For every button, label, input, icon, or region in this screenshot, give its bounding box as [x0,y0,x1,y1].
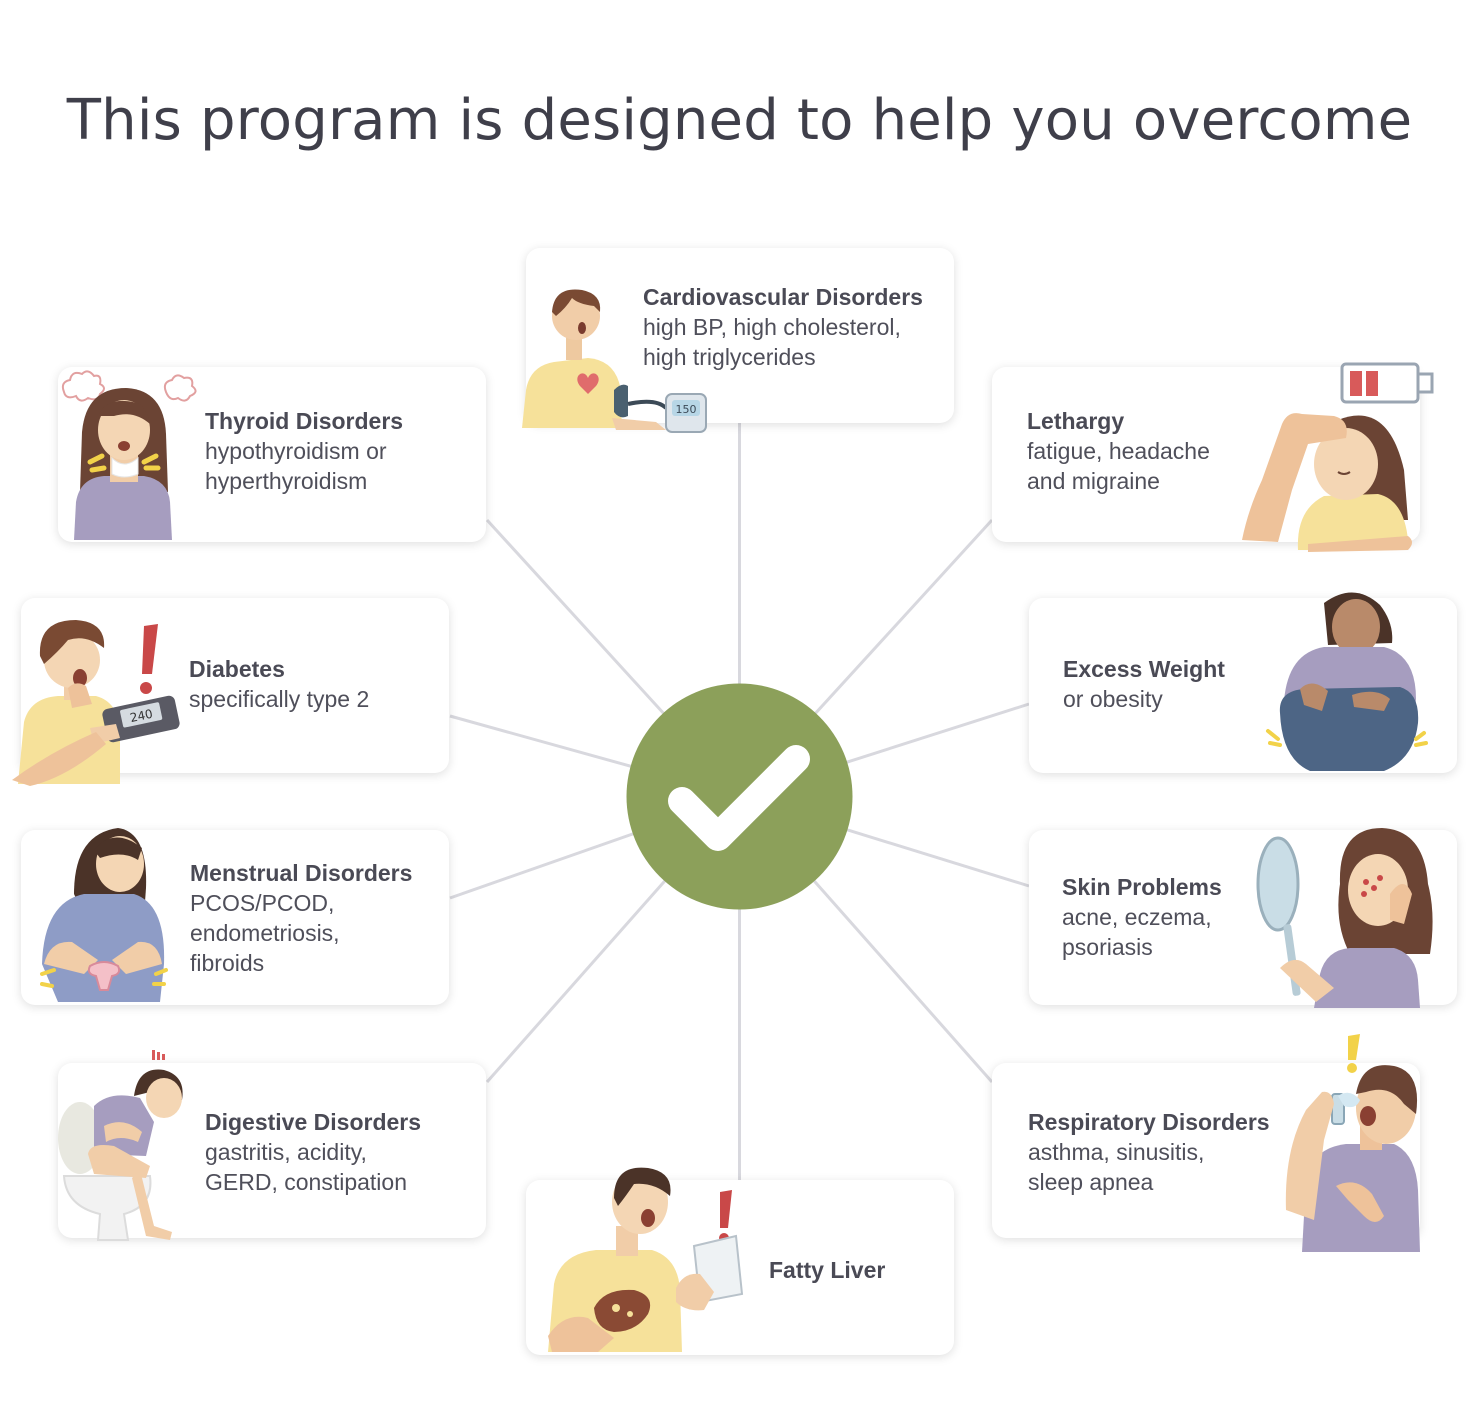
check-icon [668,745,810,851]
card-description: acne, eczema, psoriasis [1062,904,1212,960]
card-description: asthma, sinusitis, sleep apnea [1028,1139,1205,1195]
page-title: This program is designed to help you ove… [66,88,1413,153]
card-description: high BP, high cholesterol, high triglyce… [643,314,901,370]
glucose-meter-icon: 240 [12,620,180,786]
meter-reading: 150 [676,403,697,416]
toilet-icon [58,1050,183,1241]
meter-reading: 240 [129,707,154,725]
card-heading: Lethargy [1027,408,1125,434]
card-heading: Respiratory Disorders [1028,1109,1270,1135]
blood-pressure-monitor-icon: 150 [522,289,707,433]
thyroid-pain-icon [61,370,197,540]
card-description: or obesity [1063,686,1163,712]
inhaler-icon [1285,1034,1420,1252]
liver-icon [548,1167,744,1352]
check-hub [626,683,853,910]
low-battery-icon [1242,362,1434,552]
card-description: fatigue, headache and migraine [1027,438,1210,494]
card-heading: Thyroid Disorders [205,408,404,434]
card-description: gastritis, acidity, GERD, constipation [205,1139,407,1195]
uterus-icon [40,828,168,1002]
card-heading: Fatty Liver [769,1257,886,1283]
card-heading: Diabetes [189,656,285,682]
card-heading: Menstrual Disorders [190,860,413,886]
card-description: hypothyroidism or hyperthyroidism [205,438,387,494]
card-heading: Excess Weight [1063,656,1225,682]
card-description: PCOS/PCOD, endometriosis, fibroids [190,890,340,976]
belly-fat-icon [1266,592,1428,771]
hand-mirror-icon [1256,828,1433,1008]
card-description: specifically type 2 [189,686,370,712]
card-heading: Digestive Disorders [205,1109,422,1135]
card-heading: Skin Problems [1062,874,1222,900]
card-heading: Cardiovascular Disorders [643,284,923,310]
